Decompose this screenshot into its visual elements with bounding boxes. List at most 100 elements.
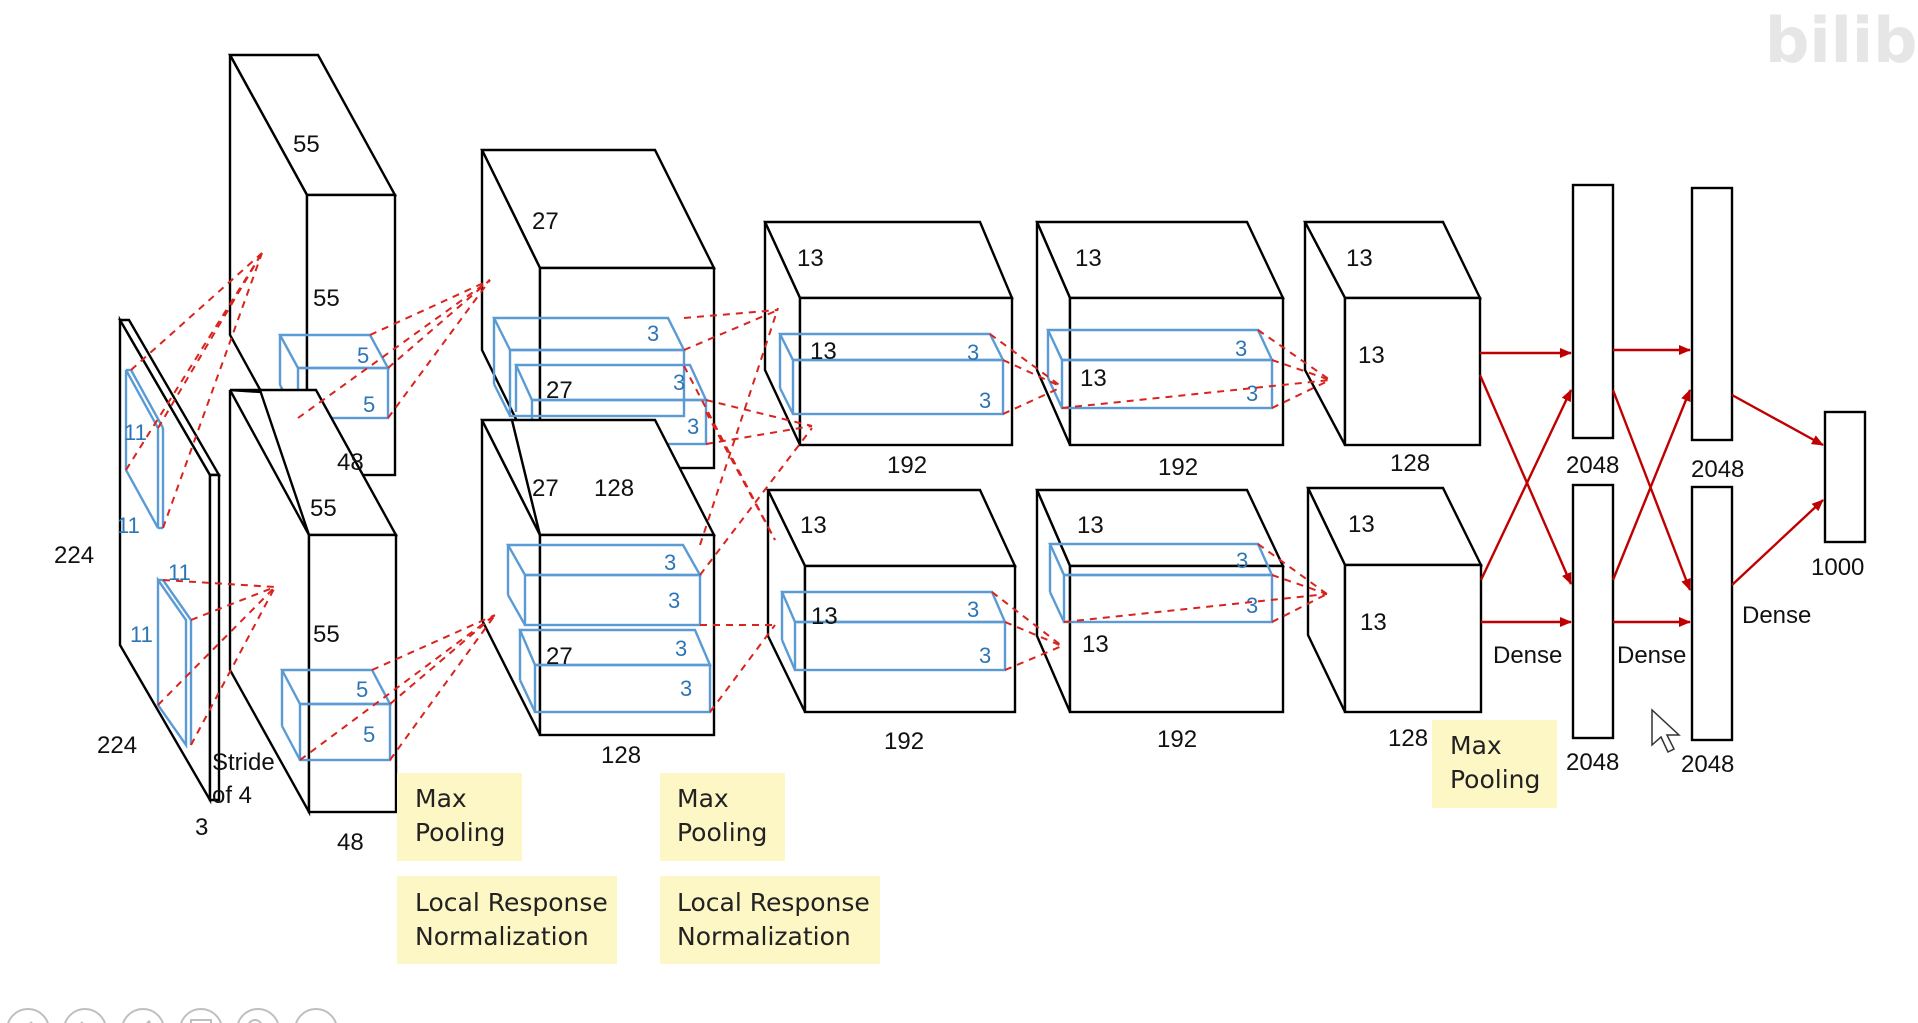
- more-icon[interactable]: [295, 1008, 337, 1023]
- conv1-bottom-kernel1-label: 5: [356, 677, 368, 702]
- conv2-top-kernel1-label: 3: [647, 321, 659, 346]
- input-kernel2-w-label: 11: [130, 622, 153, 647]
- input-kernel2-h-label: 11: [168, 560, 191, 585]
- svg-text:Pooling: Pooling: [677, 818, 767, 847]
- conv4-top-width-label: 13: [1080, 365, 1107, 392]
- fc7-top-size-label: 2048: [1691, 456, 1744, 483]
- conv4-bottom-depth-label: 192: [1157, 726, 1197, 753]
- conv1-top-kernel1-label: 5: [357, 343, 369, 368]
- conv5-top-block: [1303, 220, 1482, 447]
- conv4-bottom-height-label: 13: [1077, 512, 1104, 539]
- conv4-top-kernel2-label: 3: [1246, 381, 1258, 406]
- fc6-bottom-size-label: 2048: [1566, 749, 1619, 776]
- conv3-bottom-width-label: 13: [811, 603, 838, 630]
- conv5-top-width-label: 13: [1358, 342, 1385, 369]
- conv2-top-kernel2-label: 3: [673, 370, 685, 395]
- stride-label-line2: of 4: [212, 782, 252, 809]
- fc7-bottom-bar: [1690, 485, 1734, 742]
- conv3-bottom-kernel1-label: 3: [967, 597, 979, 622]
- note-pool1: Max Pooling: [397, 773, 522, 861]
- conv2-bottom-depth-label: 128: [601, 742, 641, 769]
- conv1-bottom-depth-label: 48: [337, 829, 364, 856]
- conv5-top-depth-label: 128: [1390, 450, 1430, 477]
- conv3-top-kernel2-label: 3: [979, 388, 991, 413]
- conv1-top-depth-label: 48: [337, 449, 364, 476]
- conv2-bottom-kernel2-label: 3: [668, 588, 680, 613]
- output-bar: [1823, 410, 1867, 544]
- slideshow-controls: [7, 1008, 337, 1023]
- conv2-top-inner-width-label: 27: [546, 377, 573, 404]
- dense-label-1: Dense: [1493, 642, 1562, 669]
- conv4-bottom-width-label: 13: [1082, 631, 1109, 658]
- input-depth-label: 3: [195, 814, 208, 841]
- conv2-bottom-width-label: 27: [546, 643, 573, 670]
- note-pool2: Max Pooling: [660, 773, 785, 861]
- svg-text:Local Response: Local Response: [415, 888, 608, 917]
- fc6-bottom-bar: [1571, 483, 1615, 740]
- conv2-top-kernel3-label: 3: [687, 414, 699, 439]
- note-lrn2: Local Response Normalization: [660, 876, 880, 964]
- fc7-bottom-size-label: 2048: [1681, 751, 1734, 778]
- conv1-bottom-block: [228, 388, 399, 817]
- mouse-cursor-icon: [1651, 708, 1681, 754]
- slides-icon[interactable]: [180, 1008, 222, 1023]
- conv5-bottom-height-label: 13: [1348, 511, 1375, 538]
- zoom-icon[interactable]: [237, 1008, 279, 1023]
- next-icon[interactable]: [64, 1008, 106, 1023]
- note-pool5: Max Pooling: [1432, 720, 1557, 808]
- dashed-connections: [125, 252, 1331, 761]
- svg-text:Max: Max: [1450, 731, 1502, 760]
- dense-label-3: Dense: [1742, 602, 1811, 629]
- conv4-top-kernel1-label: 3: [1235, 336, 1247, 361]
- conv2-bottom-kernel1-label: 3: [664, 550, 676, 575]
- conv5-bottom-width-label: 13: [1360, 609, 1387, 636]
- svg-text:Max: Max: [415, 784, 467, 813]
- conv2-top-height-label: 27: [532, 208, 559, 235]
- svg-text:Normalization: Normalization: [677, 922, 851, 951]
- svg-text:Normalization: Normalization: [415, 922, 589, 951]
- input-kernel-w-label: 11: [117, 513, 140, 538]
- conv3-top-depth-label: 192: [887, 452, 927, 479]
- conv5-bottom-block: [1306, 486, 1483, 714]
- fc6-top-size-label: 2048: [1566, 452, 1619, 479]
- input-width-label: 224: [97, 732, 137, 759]
- conv3-top-kernel1-label: 3: [967, 340, 979, 365]
- stride-label-line1: Stride: [212, 749, 275, 776]
- svg-text:Pooling: Pooling: [415, 818, 505, 847]
- note-lrn1: Local Response Normalization: [397, 876, 617, 964]
- conv4-top-depth-label: 192: [1158, 454, 1198, 481]
- conv5-top-height-label: 13: [1346, 245, 1373, 272]
- watermark-logo: bilibili: [1765, 4, 1918, 77]
- conv1-top-width-label: 55: [313, 285, 340, 312]
- input-height-label: 224: [54, 542, 94, 569]
- dense-arrows: [1478, 345, 1824, 627]
- conv1-top-kernel2-label: 5: [363, 392, 375, 417]
- conv2-top-depth-label: 128: [594, 475, 634, 502]
- fc7-top-bar: [1690, 186, 1734, 442]
- conv2-bottom-kernel3-label: 3: [675, 636, 687, 661]
- conv1-bottom-width-label: 55: [313, 621, 340, 648]
- conv1-bottom-height-label: 55: [310, 495, 337, 522]
- conv2-bottom-kernel4-label: 3: [680, 676, 692, 701]
- pen-icon[interactable]: [122, 1008, 164, 1023]
- svg-text:Local Response: Local Response: [677, 888, 870, 917]
- fc6-top-bar: [1571, 183, 1615, 440]
- conv4-top-block: [1035, 220, 1285, 447]
- conv3-bottom-block: [766, 488, 1017, 714]
- dense-label-2: Dense: [1617, 642, 1686, 669]
- conv3-top-height-label: 13: [797, 245, 824, 272]
- conv1-top-height-label: 55: [293, 131, 320, 158]
- conv1-top-block: [227, 53, 398, 477]
- conv3-bottom-height-label: 13: [800, 512, 827, 539]
- conv3-bottom-kernel2-label: 3: [979, 643, 991, 668]
- conv4-bottom-kernel1-label: 3: [1236, 548, 1248, 573]
- conv3-top-width-label: 13: [810, 338, 837, 365]
- conv5-bottom-depth-label: 128: [1388, 725, 1428, 752]
- conv2-top-width-label: 27: [532, 475, 559, 502]
- conv4-top-height-label: 13: [1075, 245, 1102, 272]
- prev-icon[interactable]: [7, 1008, 49, 1023]
- output-size-label: 1000: [1811, 554, 1864, 581]
- conv4-bottom-block: [1035, 488, 1285, 714]
- svg-text:Max: Max: [677, 784, 729, 813]
